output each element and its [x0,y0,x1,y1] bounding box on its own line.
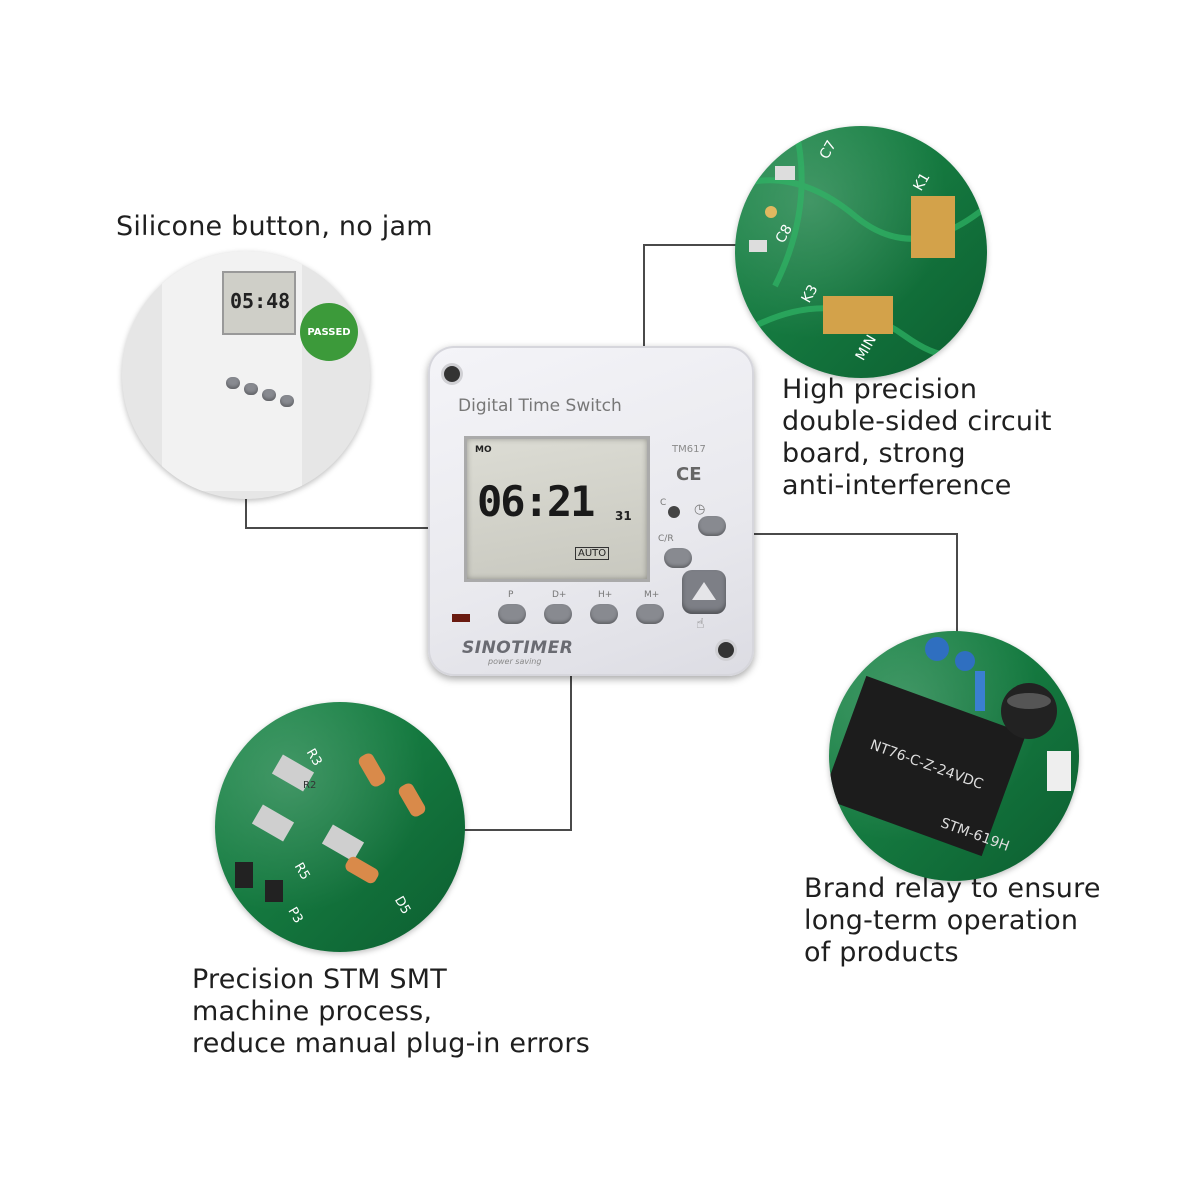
mini-device: 05:48 [162,251,302,491]
caption-smt-process: Precision STM SMT machine process, reduc… [192,964,590,1059]
digital-time-switch: Digital Time Switch TM617 CE MO 06:21 31… [428,346,754,676]
countdown-random-button[interactable] [664,548,692,568]
relay-board-detail [829,637,1071,857]
silicone-button-closeup: 05:48 PASSED [122,251,370,499]
cr-label: C/R [658,534,674,544]
lcd-seconds: 31 [615,509,632,523]
hand-pointer-icon: ☝ [696,616,705,632]
mini-button [244,383,258,395]
minute-plus-button[interactable] [636,604,664,624]
connector-line-topright-vertical [643,244,645,348]
connector-line-bottom-vertical [570,676,572,830]
brand-tagline: power saving [488,657,542,666]
status-led [452,614,470,622]
connector-line-left-vertical [245,474,247,528]
m-plus-label: M+ [644,590,660,600]
lcd-display: MO 06:21 31 AUTO [464,436,650,582]
lcd-time: 06:21 [477,477,595,526]
mini-button [280,395,294,407]
program-button[interactable] [498,604,526,624]
smt-board-detail [235,753,426,902]
caption-brand-relay: Brand relay to ensure long-term operatio… [804,873,1101,968]
mini-lcd: 05:48 [222,271,296,335]
caption-silicone-button: Silicone button, no jam [116,211,433,242]
screw-bottom-right [718,642,734,658]
connector-line-right-vertical [956,533,958,633]
override-button[interactable] [682,570,726,614]
hour-plus-button[interactable] [590,604,618,624]
d-plus-label: D+ [552,590,567,600]
p-label: P [508,590,514,600]
device-model: TM617 [672,444,706,455]
mini-lcd-time: 05:48 [230,289,291,313]
connector-line-topright-horizontal [643,244,739,246]
mini-button [226,377,240,389]
relay-closeup: NT76-C-Z-24VDC STM-619H [829,631,1079,881]
day-plus-button[interactable] [544,604,572,624]
screw-top-left [444,366,460,382]
circuit-board-traces [735,126,987,359]
pcb-label-r2: R2 [303,780,317,791]
lcd-mode: AUTO [575,547,610,560]
device-title: Digital Time Switch [458,396,622,416]
caption-circuit-board: High precision double-sided circuit boar… [782,374,1052,501]
clock-icon: ◷ [694,502,706,517]
connector-line-left-horizontal [245,527,429,529]
reset-hole[interactable] [668,506,680,518]
smt-closeup: R3 R2 R5 D5 P3 [215,702,465,952]
lcd-day: MO [475,445,492,455]
circuit-board-closeup: C7 K1 C8 K3 MIN [735,126,987,378]
clock-button[interactable] [698,516,726,536]
passed-sticker: PASSED [300,303,358,361]
connector-line-right-horizontal [754,533,958,535]
brand-logo: SINOTIMER [462,638,574,658]
c-label: C [660,498,667,508]
ce-mark: CE [676,464,702,485]
mini-button [262,389,276,401]
h-plus-label: H+ [598,590,613,600]
connector-line-bottom-horizontal [462,829,572,831]
